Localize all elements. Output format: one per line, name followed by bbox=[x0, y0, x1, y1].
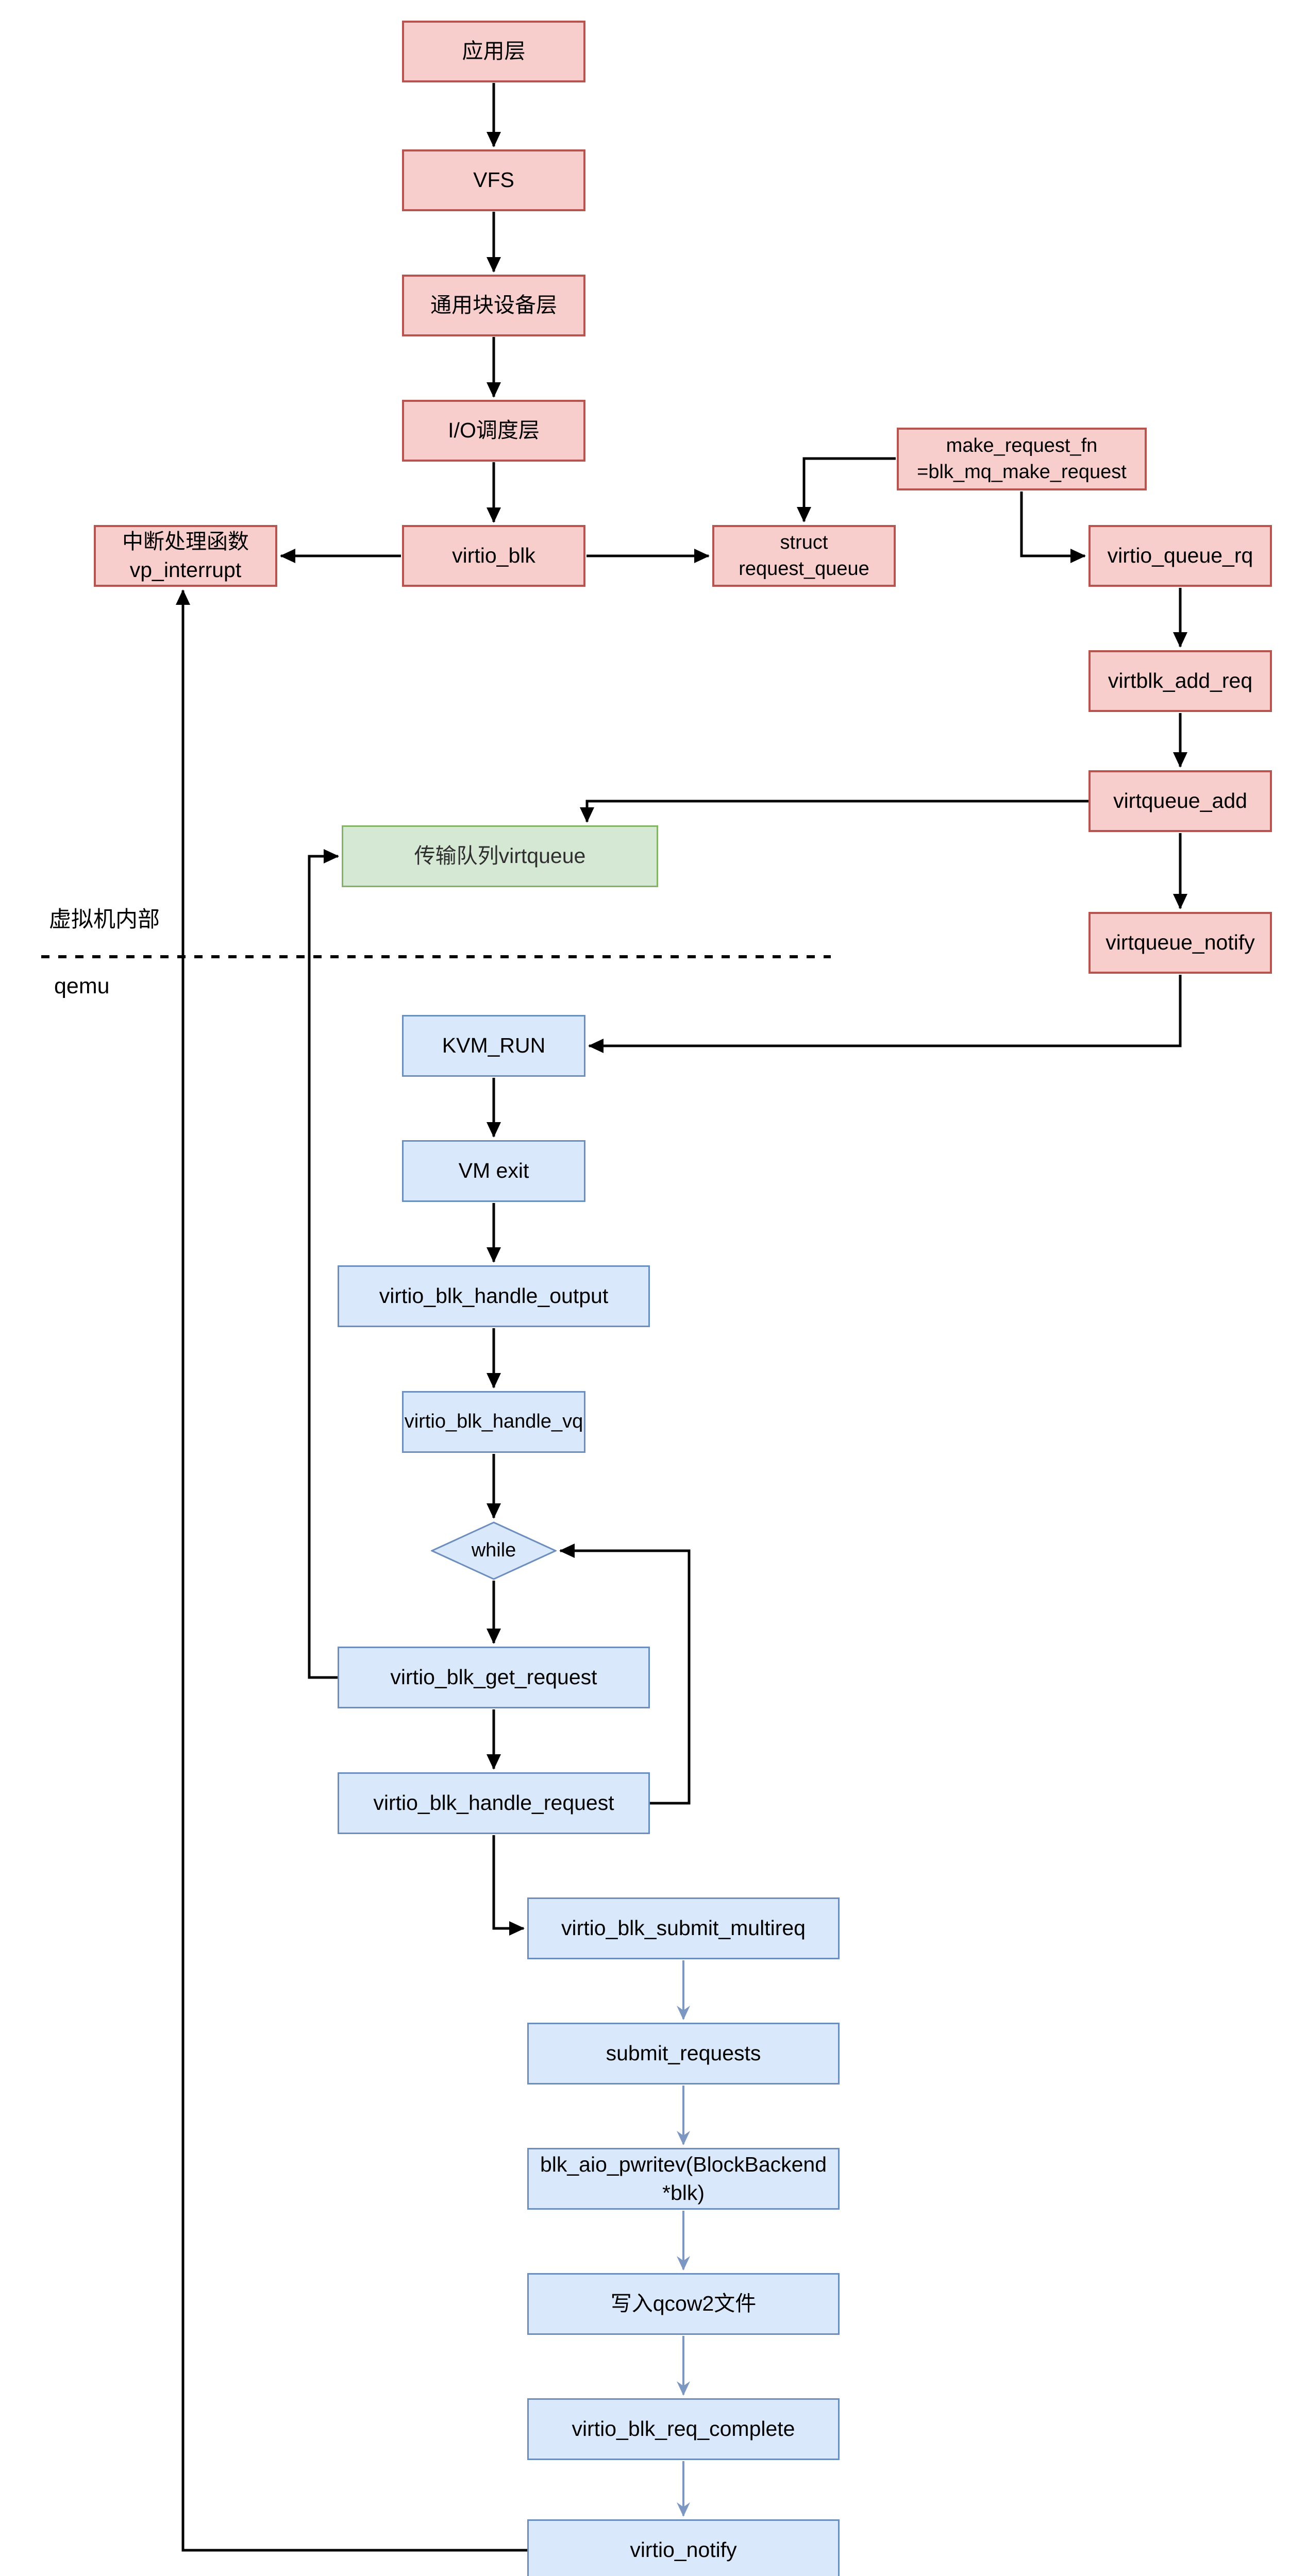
node-label: 写入qcow2文件 bbox=[610, 2292, 757, 2316]
node-virtio-blk-handle-request: virtio_blk_handle_request bbox=[338, 1772, 650, 1834]
node-label: virtio_notify bbox=[630, 2538, 737, 2562]
node-label: virtio_blk_req_complete bbox=[572, 2417, 795, 2441]
node-label: blk_aio_pwritev(BlockBackend *blk) bbox=[540, 2152, 827, 2205]
node-virtio-blk-req-complete: virtio_blk_req_complete bbox=[527, 2398, 840, 2460]
edge-makerequestfn-virtioqueuerq bbox=[1020, 492, 1086, 563]
node-label: virtio_blk bbox=[452, 544, 535, 568]
node-label: virtblk_add_req bbox=[1108, 669, 1253, 693]
node-app-layer: 应用层 bbox=[402, 21, 585, 82]
node-label: virtqueue_notify bbox=[1105, 930, 1255, 955]
node-label: virtio_blk_handle_request bbox=[373, 1791, 614, 1815]
node-virtio-notify: virtio_notify bbox=[527, 2519, 840, 2576]
node-label: I/O调度层 bbox=[448, 418, 540, 443]
edge-virtqueuenotify-kvmrun bbox=[588, 975, 1182, 1053]
node-request-queue: struct request_queue bbox=[712, 525, 896, 587]
node-blk-aio-pwritev: blk_aio_pwritev(BlockBackend *blk) bbox=[527, 2148, 840, 2210]
node-label: 应用层 bbox=[462, 39, 526, 63]
node-virtio-blk-handle-output: virtio_blk_handle_output bbox=[338, 1265, 650, 1327]
node-label: submit_requests bbox=[606, 2041, 761, 2065]
node-vfs: VFS bbox=[402, 149, 585, 211]
edge-handlerequest-submitmultireq bbox=[492, 1835, 525, 1936]
node-label: struct request_queue bbox=[739, 531, 869, 580]
node-label: virtio_blk_submit_multireq bbox=[561, 1916, 806, 1940]
node-submit-requests: submit_requests bbox=[527, 2023, 840, 2084]
node-label: while bbox=[471, 1539, 516, 1562]
edge-virtqueueadd-virtqueue bbox=[580, 800, 1088, 823]
node-label: virtio_blk_get_request bbox=[390, 1665, 597, 1689]
node-label: VFS bbox=[473, 168, 514, 192]
edge-getrequest-virtqueue bbox=[308, 849, 339, 1679]
node-virtio-blk: virtio_blk bbox=[402, 525, 585, 587]
node-virtblk-add-req: virtblk_add_req bbox=[1088, 650, 1272, 712]
node-virtio-queue-rq: virtio_queue_rq bbox=[1088, 525, 1272, 587]
node-label: 传输队列virtqueue bbox=[414, 844, 586, 868]
node-label: virtio_blk_handle_vq bbox=[404, 1411, 583, 1433]
node-generic-block-layer: 通用块设备层 bbox=[402, 275, 585, 336]
node-label: 通用块设备层 bbox=[430, 293, 557, 317]
node-label: make_request_fn =blk_mq_make_request bbox=[917, 434, 1127, 483]
qemu-side-label: qemu bbox=[54, 974, 110, 998]
node-write-qcow2: 写入qcow2文件 bbox=[527, 2273, 840, 2335]
node-vp-interrupt: 中断处理函数 vp_interrupt bbox=[94, 525, 277, 587]
node-label: virtqueue_add bbox=[1113, 789, 1247, 813]
node-io-scheduler-layer: I/O调度层 bbox=[402, 400, 585, 462]
node-label: VM exit bbox=[458, 1159, 529, 1183]
while-diamond-shape bbox=[431, 1521, 557, 1580]
node-while: while bbox=[431, 1521, 557, 1580]
node-label: 中断处理函数 vp_interrupt bbox=[122, 529, 249, 582]
node-virtqueue-add: virtqueue_add bbox=[1088, 770, 1272, 832]
node-virtio-blk-submit-multireq: virtio_blk_submit_multireq bbox=[527, 1897, 840, 1959]
node-label: virtio_blk_handle_output bbox=[379, 1284, 609, 1308]
guest-side-label: 虚拟机内部 bbox=[49, 907, 160, 932]
node-virtqueue: 传输队列virtqueue bbox=[342, 825, 658, 887]
node-vm-exit: VM exit bbox=[402, 1140, 585, 1202]
node-virtio-blk-handle-vq: virtio_blk_handle_vq bbox=[402, 1391, 585, 1453]
node-virtqueue-notify: virtqueue_notify bbox=[1088, 912, 1272, 974]
node-label: KVM_RUN bbox=[442, 1033, 546, 1058]
node-kvm-run: KVM_RUN bbox=[402, 1015, 585, 1077]
node-make-request-fn: make_request_fn =blk_mq_make_request bbox=[897, 428, 1147, 490]
node-label: virtio_queue_rq bbox=[1107, 544, 1253, 568]
edge-makerequestfn-requestqueue bbox=[797, 457, 896, 522]
node-virtio-blk-get-request: virtio_blk_get_request bbox=[338, 1647, 650, 1708]
